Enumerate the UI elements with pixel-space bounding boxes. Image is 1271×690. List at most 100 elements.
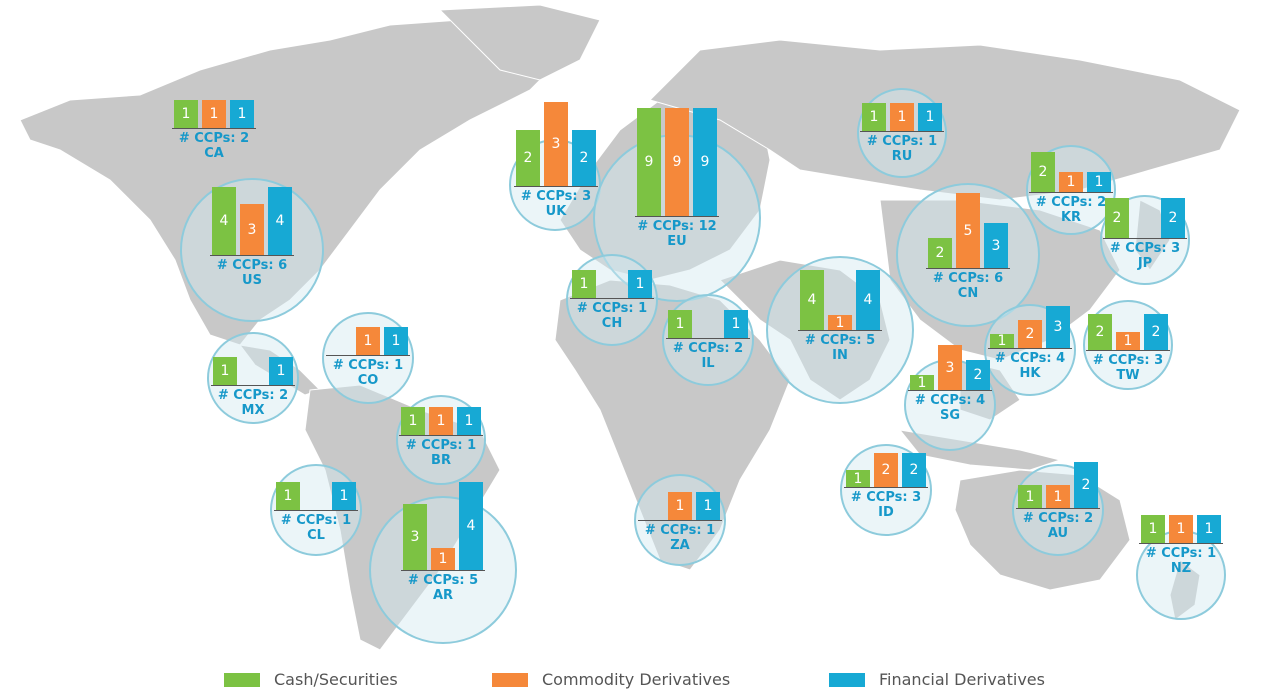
legend-commodity: Commodity Derivatives [492,670,730,689]
bar-cash: 1 [846,470,870,487]
legend-cash: Cash/Securities [224,670,398,689]
ccp-count: # CCPs: 3 [1109,241,1181,256]
ccp-count: # CCPs: 4 [914,393,986,408]
ccp-count: # CCPs: 6 [932,271,1004,286]
ccp-count: # CCPs: 2 [1035,195,1107,210]
bar-baseline [1086,350,1170,351]
region-code: IL [701,356,715,371]
bar-cash: 1 [276,482,300,510]
legend-commodity-label: Commodity Derivatives [542,670,731,689]
bar-commodity: 5 [956,193,980,268]
bar-financial: 1 [1197,515,1221,543]
bar-financial: 2 [902,453,926,487]
bar-baseline [908,390,992,391]
bar-cash: 1 [1141,515,1165,543]
bar-baseline [1029,192,1113,193]
bar-financial: 3 [1046,306,1070,348]
ccp-count: # CCPs: 2 [178,131,250,146]
bar-commodity: 3 [938,345,962,390]
ccp-count: # CCPs: 3 [520,189,592,204]
bar-baseline [1139,543,1223,544]
bar-financial: 4 [268,187,292,255]
region-code: RU [891,149,913,164]
bar-baseline [210,255,294,256]
bar-financial: 1 [384,327,408,355]
bar-cash: 1 [1018,485,1042,508]
region-circle [566,254,658,346]
legend-commodity-swatch [492,672,528,687]
bar-commodity: 1 [1059,172,1083,192]
region-code: HK [1019,366,1041,381]
region-code: MX [241,403,265,418]
bar-cash: 2 [928,238,952,268]
bar-financial: 1 [724,310,748,338]
bar-financial: 1 [696,492,720,520]
ccp-count: # CCPs: 1 [405,438,477,453]
bar-baseline [172,128,256,129]
bar-financial: 1 [457,407,481,435]
ccp-count: # CCPs: 1 [332,358,404,373]
region-code: AU [1047,526,1069,541]
bar-cash: 1 [401,407,425,435]
ccp-count: # CCPs: 12 [637,219,717,234]
region-code: BR [431,453,451,468]
bar-financial: 2 [572,130,596,186]
bar-cash: 2 [1105,198,1129,238]
bar-baseline [988,348,1072,349]
region-code: TW [1116,368,1140,383]
bar-baseline [635,216,719,217]
bar-commodity: 1 [890,103,914,131]
region-code: CH [601,316,623,331]
bar-financial: 3 [984,223,1008,268]
bar-cash: 1 [174,100,198,128]
bar-financial: 1 [628,270,652,298]
bar-cash: 1 [990,333,1014,349]
bar-cash: 1 [572,270,596,298]
ccp-count: # CCPs: 3 [850,490,922,505]
bar-financial: 4 [459,482,483,570]
bar-cash: 9 [637,108,661,216]
bar-baseline [274,510,358,511]
bar-baseline [399,435,483,436]
bar-baseline [401,570,485,571]
bar-baseline [798,330,882,331]
bar-cash: 1 [213,357,237,385]
bar-commodity: 3 [544,102,568,186]
bar-baseline [926,268,1010,269]
region-code: UK [545,204,567,219]
bar-commodity: 1 [202,100,226,128]
bar-baseline [844,487,928,488]
region-code: ZA [670,538,690,553]
region-code: CN [957,286,979,301]
legend-cash-swatch [224,672,260,687]
bar-cash: 2 [1031,152,1055,192]
region-code: CL [307,528,325,543]
region-code: EU [667,234,687,249]
bar-baseline [638,520,722,521]
region-code: AR [432,588,454,603]
bar-baseline [570,298,654,299]
